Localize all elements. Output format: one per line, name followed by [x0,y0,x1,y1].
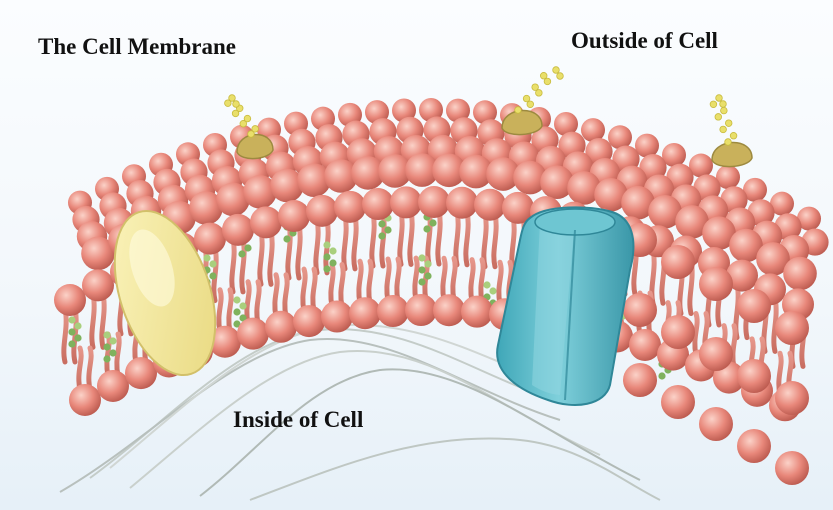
phospholipid-head [461,296,493,328]
phospholipid-tail [79,348,81,390]
phospholipid-head [97,370,129,402]
phospholipid-tail [298,224,300,278]
phospholipid-head [775,381,809,415]
phospholipid-tail [341,265,343,307]
phospholipid-tail [438,210,440,264]
phospholipid-tail [471,260,473,302]
phospholipid-tail [354,215,356,269]
diagram-title: The Cell Membrane [38,34,236,60]
channel-protein [497,207,633,405]
phospholipid-tail [331,265,333,307]
phospholipid-tail [303,269,305,311]
phospholipid-head [194,223,226,255]
phospholipid-tail [400,210,402,264]
glycoprotein [710,95,752,167]
phospholipid-head [334,191,366,223]
phospholipid-head [433,294,465,326]
cholesterol-molecule [103,331,116,362]
phospholipid-tail [242,238,244,292]
phospholipid-head [82,269,114,301]
outside-cell-label: Outside of Cell [571,28,718,54]
phospholipid-head [237,318,269,350]
phospholipid-tail [219,290,221,332]
phospholipid-head [293,305,325,337]
phospholipid-head [699,407,733,441]
phospholipid-tail [270,230,272,284]
cholesterol-molecule [68,316,81,347]
phospholipid-head [699,337,733,371]
phospholipid-head [737,289,771,323]
phospholipid-head [737,429,771,463]
phospholipid-head [661,315,695,349]
phospholipid-tail [260,230,262,284]
phospholipid-tail [64,308,66,362]
phospholipid-tail [316,219,318,273]
phospholipid-tail [359,261,361,303]
phospholipid-tail [456,211,458,265]
phospholipid-tail [466,211,468,265]
phospholipid-tail [443,258,445,300]
phospholipid-tail [102,293,104,347]
phospholipid-head [446,187,478,219]
phospholipid-head [250,206,282,238]
phospholipid-head [418,186,450,218]
phospholipid-head [661,245,695,279]
phospholipid-head [349,297,381,329]
phospholipid-head [661,385,695,419]
phospholipid-tail [499,262,501,304]
phospholipid-tail [415,258,417,300]
phospholipid-tail [695,314,697,356]
phospholipid-tail [494,213,496,267]
phospholipid-tail [387,259,389,301]
phospholipid-tail [344,215,346,269]
phospholipid-head [623,293,657,327]
phospholipid-head [474,189,506,221]
carbohydrate-chain [515,67,564,114]
phospholipid-tail [247,282,249,324]
phospholipid-head [321,301,353,333]
phospholipid-tail [92,293,94,347]
carbohydrate-chain [710,95,737,146]
inside-cell-label: Inside of Cell [233,407,363,433]
phospholipid-tail [410,210,412,264]
phospholipid-tail [275,275,277,317]
phospholipid-head [362,188,394,220]
phospholipid-head [265,311,297,343]
phospholipid-tail [257,282,259,324]
phospholipid-head [390,186,422,218]
phospholipid-head [775,311,809,345]
phospholipid-tail [733,326,735,368]
phospholipid-tail [107,334,109,376]
phospholipid-tail [74,308,76,362]
phospholipid-head [405,294,437,326]
phospholipid-tail [232,238,234,292]
phospholipid-tail [285,275,287,317]
phospholipid-tail [229,290,231,332]
phospholipid-head [306,195,338,227]
phospholipid-head [623,363,657,397]
phospholipid-tail [453,258,455,300]
phospholipid-head [125,357,157,389]
phospholipid-tail [117,334,119,376]
phospholipid-tail [481,260,483,302]
phospholipid-tail [372,212,374,266]
phospholipid-head [69,384,101,416]
phospholipid-head [629,329,661,361]
phospholipid-head [222,214,254,246]
phospholipid-head [377,295,409,327]
phospholipid-head [775,451,809,485]
phospholipid-tail [397,259,399,301]
phospholipid-head [278,200,310,232]
phospholipid-tail [369,261,371,303]
phospholipid-tail [89,348,91,390]
phospholipid-head [54,284,86,316]
phospholipid-tail [313,269,315,311]
phospholipid-head [783,257,817,291]
phospholipid-head [737,359,771,393]
phospholipid-head [699,267,733,301]
